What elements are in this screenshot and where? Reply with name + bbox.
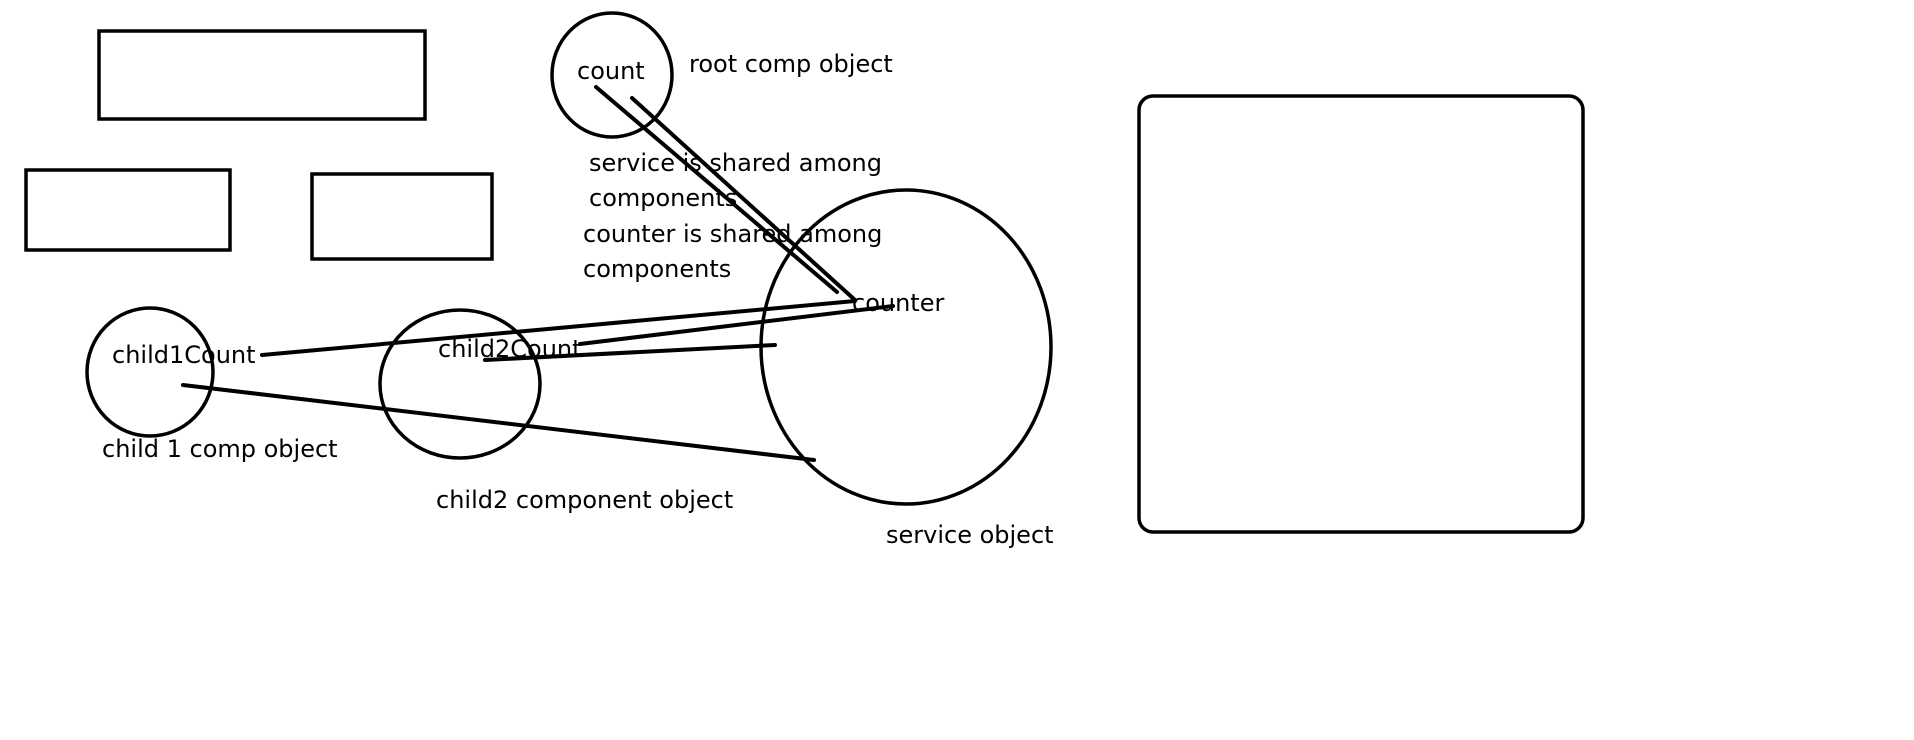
child1-component-circle (85, 306, 215, 438)
child2-component-circle (378, 308, 542, 460)
child1-comp-caption: child 1 comp object (102, 435, 338, 463)
child2-comp-caption: child2 component object (436, 486, 733, 514)
root-comp-caption: root comp object (689, 50, 893, 78)
blank-rectangle-top (97, 29, 427, 121)
counter-shared-note-line1: counter is shared among (583, 220, 882, 248)
child2-count-label: child2Count (438, 335, 582, 363)
service-shared-note-line2: components (589, 184, 737, 212)
child1-to-counter-line (260, 299, 857, 357)
blank-rectangle-left (24, 168, 232, 252)
service-shared-note-line1: service is shared among (589, 149, 882, 177)
child1-to-service-line (181, 383, 816, 462)
root-to-counter-line-2 (630, 96, 857, 302)
root-component-circle (550, 11, 674, 139)
root-count-label: count (577, 57, 645, 85)
service-counter-label: counter (852, 289, 944, 317)
child1-count-label: child1Count (112, 341, 256, 369)
child2-to-service-line (483, 343, 777, 362)
blank-rounded-rectangle (1137, 94, 1585, 534)
blank-rectangle-right (310, 172, 494, 261)
child2-to-counter-line (578, 304, 895, 346)
root-to-counter-line-1 (594, 85, 839, 294)
counter-shared-note-line2: components (583, 255, 731, 283)
service-object-caption: service object (886, 521, 1054, 549)
